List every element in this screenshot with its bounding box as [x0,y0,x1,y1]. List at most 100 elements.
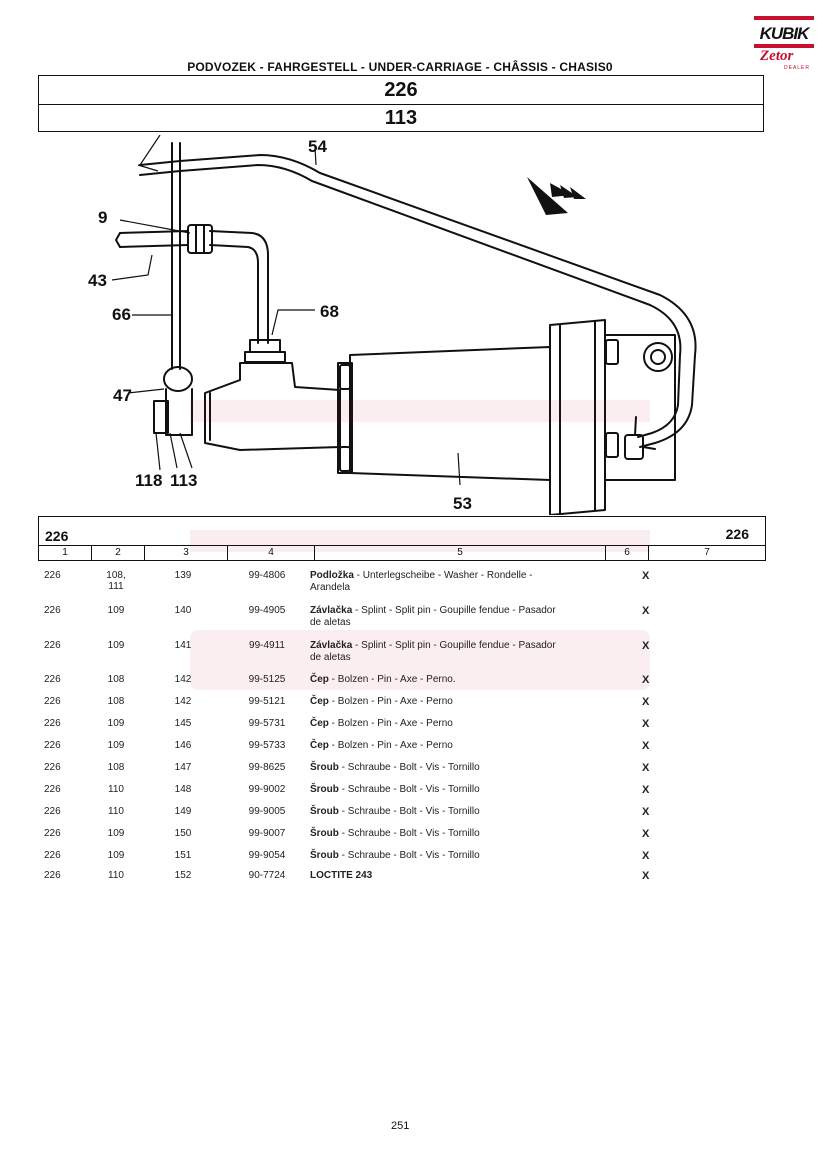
cell-group: 226 [44,718,61,729]
cell-group: 226 [44,870,61,881]
part-name: Šroub [310,850,339,861]
cell-position-value: 108, [106,570,126,581]
page-number: 251 [391,1120,410,1132]
logo-sub: Zetor [760,48,794,64]
flange [549,319,606,515]
cell-position: 110 [90,806,142,817]
cell-position-value: 110 [108,870,124,881]
group-right: 226 [725,526,749,542]
cell-position: 108 [90,674,142,685]
cell-part-number: 99-5125 [248,674,286,685]
page-heading: PODVOZEK - FAHRGESTELL - UNDER-CARRIAGE … [187,60,613,74]
cell-part-number: 99-9007 [248,828,286,839]
cell-group: 226 [44,762,61,773]
cell-position: 110 [90,870,142,881]
cell-applicability: X [642,828,650,840]
part-translations-cont: de aletas [310,652,351,663]
group-code: 226 [38,75,764,105]
cell-position: 109 [90,718,142,729]
cell-applicability: X [642,640,650,652]
part-name: Šroub [310,806,339,817]
direction-arrow-icon [527,177,586,215]
col-7: 7 [704,547,710,558]
cell-position-value: 109 [107,640,125,651]
column-numbers: 1 2 3 4 5 6 7 [38,545,766,561]
cell-position-value: 108 [107,696,125,707]
logo-stripe [754,44,814,48]
part-translations: - Schraube - Bolt - Vis - Tornillo [338,784,480,795]
cell-part-number: 99-4806 [248,570,286,581]
cell-index: 151 [174,850,192,861]
cell-position: 109 [90,640,142,651]
callout-label: 118 [135,471,162,490]
cell-index: 140 [174,605,192,616]
cell-index: 152 [174,870,192,881]
cell-position-value: 109 [107,828,125,839]
col-3: 3 [145,546,228,560]
cell-position-value: 109 [107,718,125,729]
kubik-zetor-logo: KUBIK Zetor DEALER [754,14,814,72]
part-translations-cont: Arandela [310,582,351,593]
pipe-43 [119,230,189,248]
callout-label: 47 [113,386,132,405]
cell-description: Čep - Bolzen - Pin - Axe - Perno. [310,674,600,686]
cell-index: 149 [174,806,192,817]
part-name: LOCTITE 243 [310,870,373,881]
cell-group: 226 [44,696,61,707]
part-translations: - Bolzen - Pin - Axe - Perno [328,718,453,729]
cell-group: 226 [44,784,61,795]
fitting-47 [163,366,193,392]
part-translations: - Splint - Split pin - Goupille fendue -… [352,640,556,651]
callout-label: 53 [453,494,472,513]
cell-description: Šroub - Schraube - Bolt - Vis - Tornillo [310,806,600,818]
cell-position: 109 [90,605,142,616]
cell-group: 226 [44,806,61,817]
part-name: Čep [310,696,329,707]
cell-part-number: 99-9002 [248,784,286,795]
cell-group: 226 [44,740,61,751]
part-translations: - Schraube - Bolt - Vis - Tornillo [338,850,480,861]
part-name: Závlačka [310,605,353,616]
table-row: 226 110 149 99-9005 Šroub - Schraube - Bolt … [38,806,766,818]
cell-position-value: 109 [107,850,125,861]
part-translations: - Bolzen - Pin - Axe - Perno. [328,674,456,685]
cell-group: 226 [44,570,61,581]
logo-brand: KUBIK [756,24,812,44]
cell-part-number: 99-5121 [248,696,286,707]
part-translations: - Bolzen - Pin - Axe - Perno [328,740,453,751]
cell-position-value: 110 [108,806,124,817]
part-name: Šroub [310,762,339,773]
col-2: 2 [92,546,145,560]
callout-label: 43 [88,271,107,290]
cell-part-number: 99-5733 [248,740,286,751]
slave-cylinder [349,346,551,481]
cell-applicability: X [642,740,650,752]
cell-description: Čep - Bolzen - Pin - Axe - Perno [310,696,600,708]
cell-applicability: X [642,850,650,862]
col-4: 4 [228,546,315,560]
pipe-54 [139,154,697,448]
callout-label: 113 [170,471,197,490]
part-name: Závlačka [310,640,353,651]
pipe-68 [209,230,269,344]
part-translations: - Schraube - Bolt - Vis - Tornillo [338,806,480,817]
cell-position: 108 [90,696,142,707]
pipe-54-inner [139,164,682,438]
col-5: 5 [315,546,606,560]
part-translations: - Bolzen - Pin - Axe - Perno [328,696,453,707]
cell-applicability: X [642,696,650,708]
cell-part-number: 99-4905 [248,605,286,616]
cell-description: Šroub - Schraube - Bolt - Vis - Tornillo [310,828,600,840]
part-translations: - Splint - Split pin - Goupille fendue -… [352,605,556,616]
cell-part-number: 99-9005 [248,806,286,817]
cell-index: 147 [174,762,192,773]
callout-label: 68 [320,302,339,321]
cell-part-number: 90-7724 [248,870,286,881]
part-translations: - Schraube - Bolt - Vis - Tornillo [338,762,480,773]
cell-index: 148 [174,784,192,795]
